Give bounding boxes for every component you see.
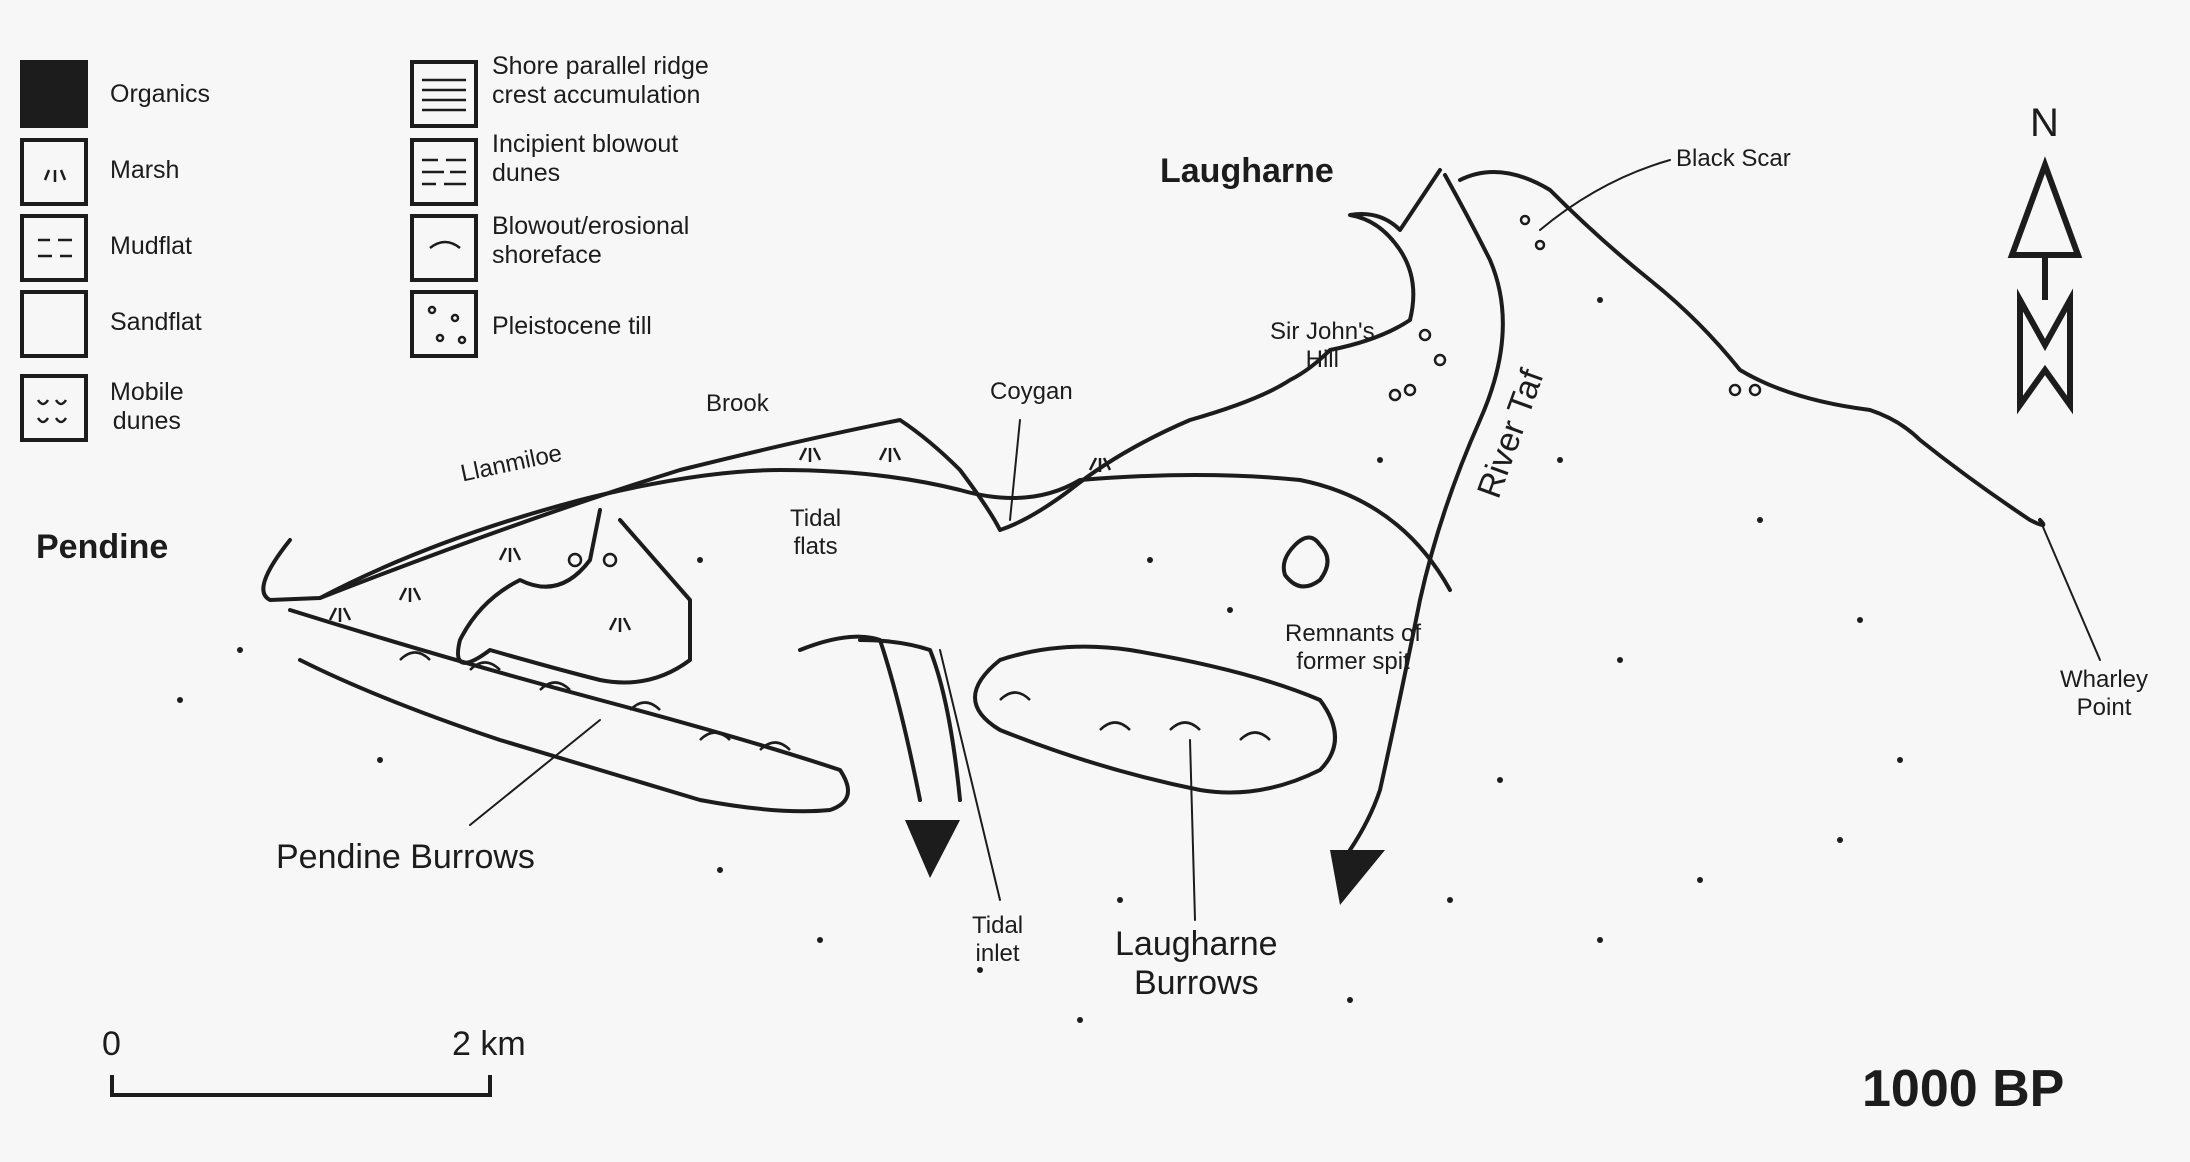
place-pendine-burrows: Pendine Burrows <box>276 838 535 876</box>
place-sir-johns-line1: Sir John's <box>1270 318 1375 345</box>
place-black-scar: Black Scar <box>1676 145 1791 172</box>
llanmiloe-marsh <box>456 508 692 685</box>
scale-start-label: 0 <box>102 1025 121 1063</box>
legend-label-till: Pleistocene till <box>492 312 652 340</box>
legend-label-blowout-line2: dunes <box>492 158 561 187</box>
place-tidal-inlet-line2: inlet <box>975 939 1020 967</box>
place-wharley-line2: Point <box>2076 693 2132 721</box>
legend-swatch-mobile-dunes <box>20 374 88 442</box>
river-taf-west-bank <box>1348 173 1505 852</box>
legend-label-mobile-dunes: Mobile dunes <box>110 378 184 436</box>
leader-pendine-burrows <box>469 719 601 826</box>
place-wharley-line1: Wharley <box>2060 666 2149 693</box>
tidal-inlet-channel <box>798 634 962 802</box>
legend-swatch-mudflat <box>20 214 88 282</box>
sand-dots <box>177 297 1903 1023</box>
scale-bar <box>110 1075 492 1097</box>
legend-label-mobile-dunes-line2: dunes <box>112 406 181 435</box>
place-laugharne-burrows: Laugharne Burrows <box>1115 925 1278 1003</box>
channel-arrow-taf <box>1330 850 1385 905</box>
till-pebbles <box>567 214 1762 568</box>
place-remnants-spit: Remnants of former spit <box>1285 620 1421 675</box>
legend-label-ridge: Shore parallel ridge crest accumulation <box>492 52 709 110</box>
place-wharley-point: Wharley Point <box>2060 666 2148 721</box>
marsh-symbols <box>328 447 1112 632</box>
period-label: 1000 BP <box>1862 1060 2065 1118</box>
place-tidal-inlet: Tidal inlet <box>972 912 1023 967</box>
place-coygan: Coygan <box>990 378 1073 405</box>
north-label: N <box>2030 101 2059 145</box>
place-remnants-line2: former spit <box>1296 647 1410 675</box>
scale-end-label: 2 km <box>452 1025 526 1063</box>
legend-label-marsh: Marsh <box>110 156 180 184</box>
place-sir-johns-hill: Sir John's Hill <box>1270 318 1375 373</box>
legend-swatch-sandflat <box>20 290 88 358</box>
leader-wharley <box>2039 519 2101 661</box>
channel-arrow-tidal <box>905 820 960 878</box>
leader-coygan <box>1009 419 1021 521</box>
laugharne-burrows-outline <box>973 644 1337 795</box>
leader-black-scar <box>1539 159 1671 231</box>
leader-tidal-inlet <box>939 649 1001 901</box>
legend-label-mudflat: Mudflat <box>110 232 192 260</box>
place-tidal-inlet-line1: Tidal <box>972 912 1024 939</box>
legend-boxes <box>20 60 478 442</box>
legend-label-erosional-line2: shoreface <box>492 240 602 269</box>
remnant-spit <box>1281 535 1330 589</box>
place-laugharne-burrows-line1: Laugharne <box>1115 925 1278 963</box>
place-tidal-flats-line1: Tidal <box>790 505 842 532</box>
legend-label-ridge-line1: Shore parallel ridge <box>492 52 709 80</box>
erosional-symbols <box>399 651 1271 751</box>
place-sir-johns-line2: Hill <box>1305 345 1339 373</box>
legend-label-blowout: Incipient blowout dunes <box>492 130 678 188</box>
place-tidal-flats-line2: flats <box>793 532 838 560</box>
legend-swatch-ridge <box>410 60 478 128</box>
eastern-coastline <box>1458 170 2046 527</box>
legend-label-blowout-line1: Incipient blowout <box>492 130 679 158</box>
pendine-burrows-outline <box>288 608 850 814</box>
legend-swatch-organics <box>20 60 88 128</box>
legend-label-ridge-line2: crest accumulation <box>492 80 701 109</box>
legend-label-organics: Organics <box>110 80 211 108</box>
marsh-boundary <box>318 468 1452 600</box>
legend-label-erosional: Blowout/erosional shoreface <box>492 212 689 270</box>
north-arrow <box>2007 156 2083 415</box>
legend-label-mobile-dunes-line1: Mobile <box>110 378 184 406</box>
place-tidal-flats: Tidal flats <box>790 505 841 560</box>
place-laugharne-burrows-line2: Burrows <box>1133 964 1259 1003</box>
legend-swatch-erosional <box>410 214 478 282</box>
place-brook: Brook <box>706 390 769 417</box>
leader-laugharne-burrows <box>1189 739 1196 921</box>
legend-swatch-till <box>410 290 478 358</box>
place-remnants-line1: Remnants of <box>1285 620 1422 647</box>
legend-label-sandflat: Sandflat <box>110 308 202 336</box>
place-laugharne: Laugharne <box>1160 152 1334 190</box>
legend-label-erosional-line1: Blowout/erosional <box>492 212 690 240</box>
place-pendine: Pendine <box>36 528 169 566</box>
